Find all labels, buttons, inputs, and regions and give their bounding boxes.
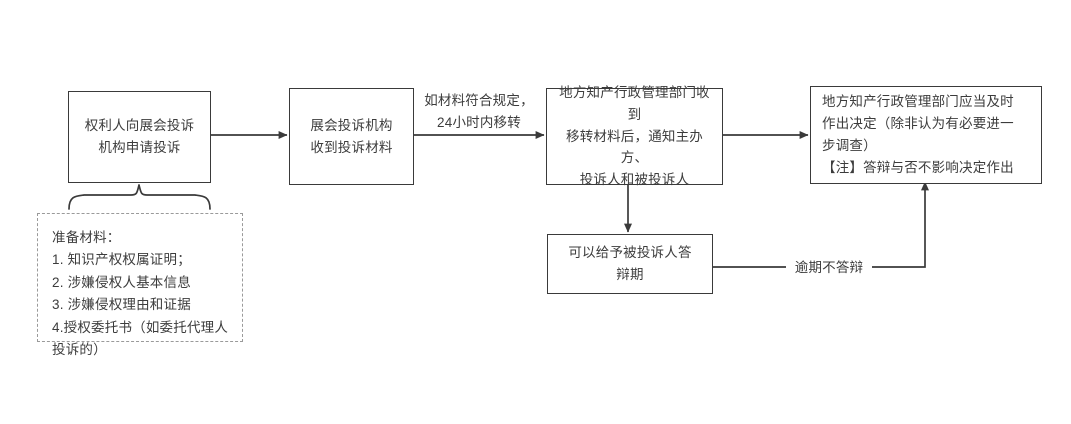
brace-materials <box>68 184 211 210</box>
node-respondent-reply-period[interactable]: 可以给予被投诉人答 辩期 <box>547 234 713 294</box>
edge-label-transfer-condition: 如材料符合规定， 24小时内移转 <box>424 93 534 130</box>
node-fair-complaint-org-receives[interactable]: 展会投诉机构 收到投诉材料 <box>289 88 414 185</box>
node-local-ip-authority-decision[interactable]: 地方知产行政管理部门应当及时 作出决定（除非认为有必要进一 步调查） 【注】答辩… <box>810 86 1042 184</box>
note-preparation-materials: 准备材料： 1. 知识产权权属证明； 2. 涉嫌侵权人基本信息 3. 涉嫌侵权理… <box>37 213 243 357</box>
connector-overdue-to-decision <box>713 181 929 268</box>
edge-label-no-reply-overdue: 逾期不答辩 <box>786 257 872 279</box>
node-local-ip-authority-notifies[interactable]: 地方知产行政管理部门收到 移转材料后，通知主办方、 投诉人和被投诉人 <box>546 85 723 187</box>
node-rights-holder-complaint[interactable]: 权利人向展会投诉 机构申请投诉 <box>68 91 211 183</box>
